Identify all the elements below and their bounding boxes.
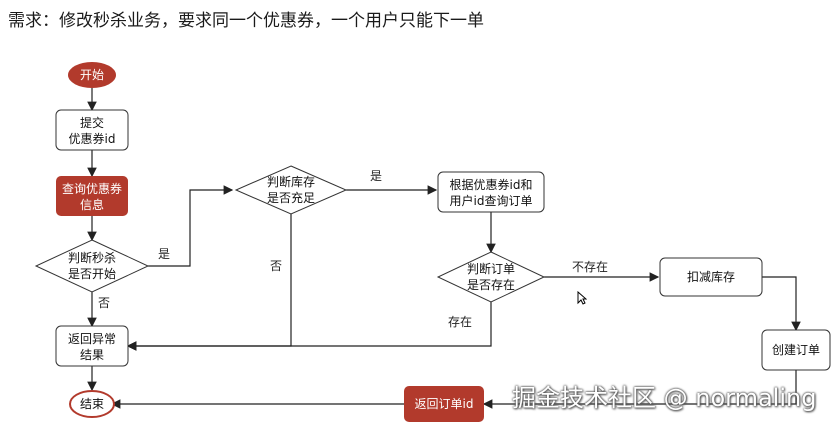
node-return-error-line-1: 返回异常 [68,332,116,346]
node-create-order: 创建订单 [761,329,831,371]
node-check-stock-line-2: 是否充足 [267,190,315,205]
node-check-stock-line-1: 判断库存 [267,174,315,189]
edge-create-return [482,370,797,409]
edge-label-exist: 存在 [448,315,472,329]
node-check-order: 判断订单 是否存在 [436,251,546,303]
edge-stock-no [126,214,292,351]
node-check-order-line-1: 判断订单 [467,261,515,276]
node-query-order-line-1: 根据优惠券id和 [450,177,533,192]
edges [87,88,801,409]
edge-check-started-yes [148,185,234,267]
edge-order-exist [126,302,492,351]
edge-label-not-exist: 不存在 [572,260,608,274]
edge-label-no-1: 否 [98,296,110,310]
edge-label-no-2: 否 [270,259,282,273]
node-query-coupon: 查询优惠券 信息 [56,176,128,216]
node-end: 结束 [69,390,115,418]
node-query-coupon-line-1: 查询优惠券 [62,181,122,196]
node-query-coupon-line-2: 信息 [80,197,104,212]
node-check-started: 判断秒杀 是否开始 [34,239,150,293]
edge-label-yes-1: 是 [158,247,170,261]
node-check-started-line-2: 是否开始 [68,267,116,281]
node-query-order-line-2: 用户id查询订单 [450,193,533,208]
node-create-order-label: 创建订单 [772,343,820,357]
node-deduct-stock-label: 扣减库存 [687,269,735,284]
node-return-error: 返回异常 结果 [55,325,129,367]
node-return-order-id: 返回订单id [404,386,484,422]
node-start-label: 开始 [80,68,104,82]
node-return-error-line-2: 结果 [80,348,104,362]
node-end-label: 结束 [80,397,104,411]
node-submit: 提交 优惠券id [55,109,129,151]
node-check-order-line-2: 是否存在 [467,278,515,292]
edge-label-yes-2: 是 [370,169,382,183]
node-check-started-line-1: 判断秒杀 [68,250,116,265]
node-submit-line-1: 提交 [80,115,104,130]
node-submit-line-2: 优惠券id [69,131,116,146]
edge-deduct-create [762,276,801,332]
node-deduct-stock: 扣减库存 [659,257,763,297]
node-start: 开始 [68,62,116,88]
page-title: 需求：修改秒杀业务，要求同一个优惠券，一个用户只能下一单 [8,11,484,31]
watermark: 掘金技术社区 @ normaling [512,384,817,412]
node-query-order: 根据优惠券id和 用户id查询订单 [437,171,545,213]
node-check-stock: 判断库存 是否充足 [234,165,348,215]
mouse-cursor-icon [577,291,587,305]
node-return-order-id-label: 返回订单id [415,397,474,411]
